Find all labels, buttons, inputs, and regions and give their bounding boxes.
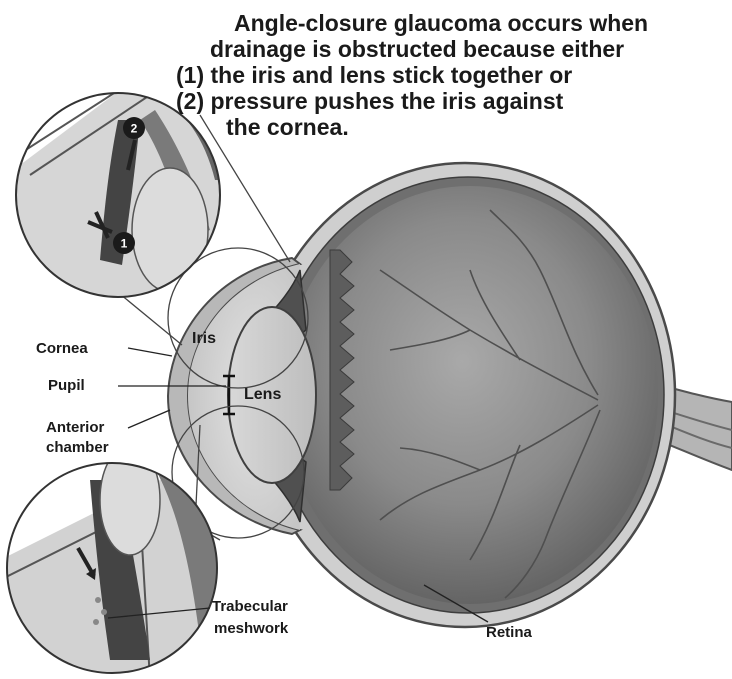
anterior-chamber-label-1: Anterior <box>46 419 105 436</box>
caption-line-2: drainage is obstructed because either <box>210 36 624 63</box>
retina-label: Retina <box>486 624 533 641</box>
trabecular-label-1: Trabecular <box>212 598 288 615</box>
caption-line-4: (2) pressure pushes the iris against <box>176 88 563 115</box>
trabecular-label-2: meshwork <box>214 620 289 637</box>
caption-line-3: (1) the iris and lens stick together or <box>176 62 572 89</box>
caption-line-1: Angle-closure glaucoma occurs when <box>234 10 648 37</box>
lens-label: Lens <box>244 386 281 403</box>
inset-bottom <box>0 445 230 679</box>
iris-label: Iris <box>192 330 216 347</box>
caption-line-5: the cornea. <box>226 114 349 141</box>
badge-2: 2 <box>123 117 145 139</box>
anterior-chamber-label-2: chamber <box>46 439 109 456</box>
pupil-label: Pupil <box>48 377 85 394</box>
svg-text:1: 1 <box>121 237 128 251</box>
svg-text:2: 2 <box>131 122 138 136</box>
badge-1: 1 <box>113 232 135 254</box>
cornea-label: Cornea <box>36 340 88 357</box>
